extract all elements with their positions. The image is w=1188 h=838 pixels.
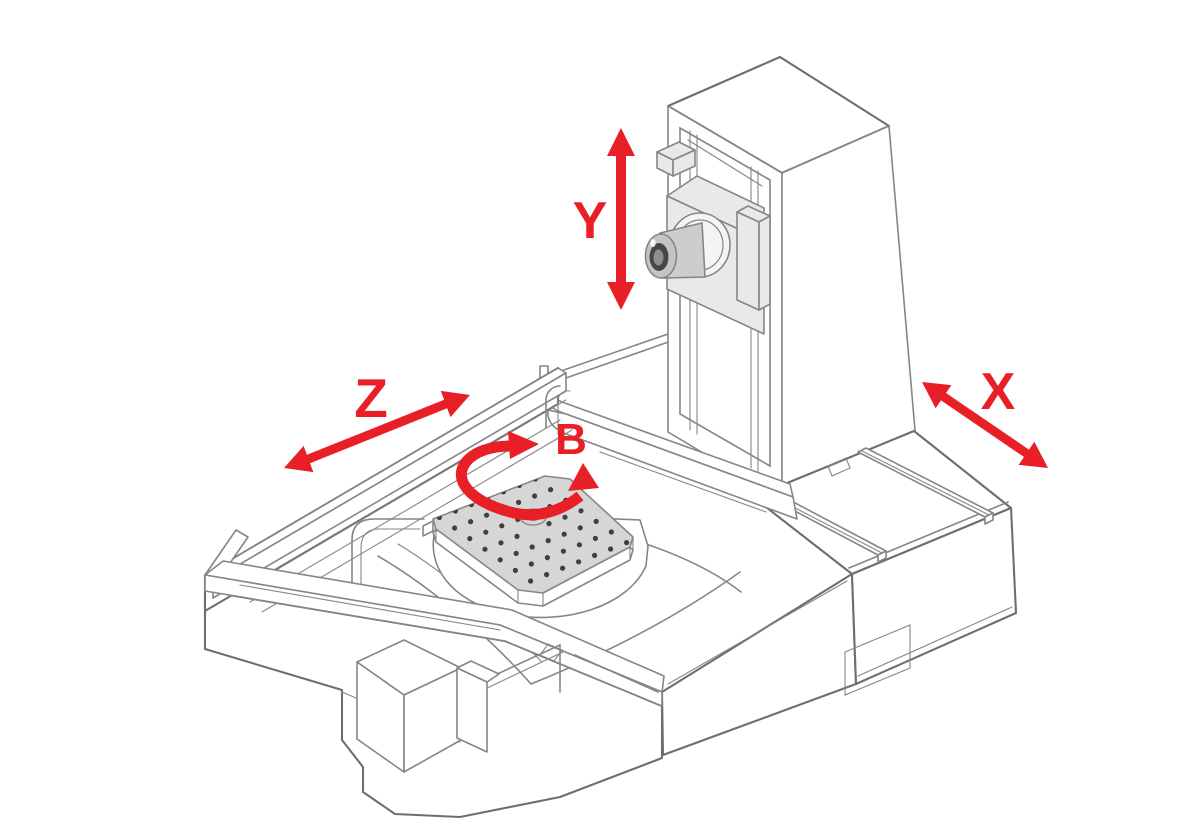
x-bed-step-notch [827, 457, 851, 477]
floor-edge-right [599, 451, 767, 513]
b-axis-rotation-arrow [455, 431, 599, 521]
column-recess-frame [679, 126, 771, 468]
b-axis-label: B [555, 415, 587, 464]
x-bed-bottom-edge [857, 606, 1013, 677]
cover-left-panel [351, 518, 425, 605]
apron-edge-line [239, 584, 501, 631]
cover-left-panel-inner [360, 528, 421, 613]
head-clamp-block [656, 141, 696, 177]
x-axis-bed [751, 429, 1018, 696]
cover-right [633, 539, 742, 593]
x-axis-label: X [981, 363, 1016, 421]
pallet-clamp-tab [422, 520, 434, 537]
column-recess-inner-edge [687, 139, 763, 187]
chip-chute [545, 385, 571, 435]
x-bed-front-face [850, 506, 1018, 686]
y-axis-arrow [607, 128, 635, 310]
front-apron [204, 560, 665, 773]
spindle-bore-ring [653, 249, 664, 266]
apron-narrow-block [456, 660, 500, 753]
apron-front-band [204, 574, 663, 707]
head-side-bracket [736, 205, 771, 311]
apron-rim-strip [479, 643, 659, 693]
x-axis-arrow [922, 382, 1048, 468]
rear-wall-inner-face [547, 409, 798, 520]
z-axis-arrow [284, 390, 470, 473]
enclosure-rear-wall [539, 365, 798, 520]
spindle-head [644, 141, 771, 335]
spindle-glint [650, 239, 656, 247]
x-bed-pocket [844, 624, 911, 696]
y-axis-label: Y [573, 192, 608, 250]
x-axis-linear-rails [771, 447, 994, 563]
enclosure-left-wall [203, 366, 567, 613]
rear-rim-band [557, 333, 675, 379]
z-axis-label: Z [354, 367, 388, 429]
base-right-face [660, 572, 858, 757]
rotary-table [422, 475, 649, 619]
apron-step-block [356, 639, 462, 773]
base-right-face-edge [667, 580, 848, 685]
axis-arrows: Y Z X B [284, 128, 1048, 521]
